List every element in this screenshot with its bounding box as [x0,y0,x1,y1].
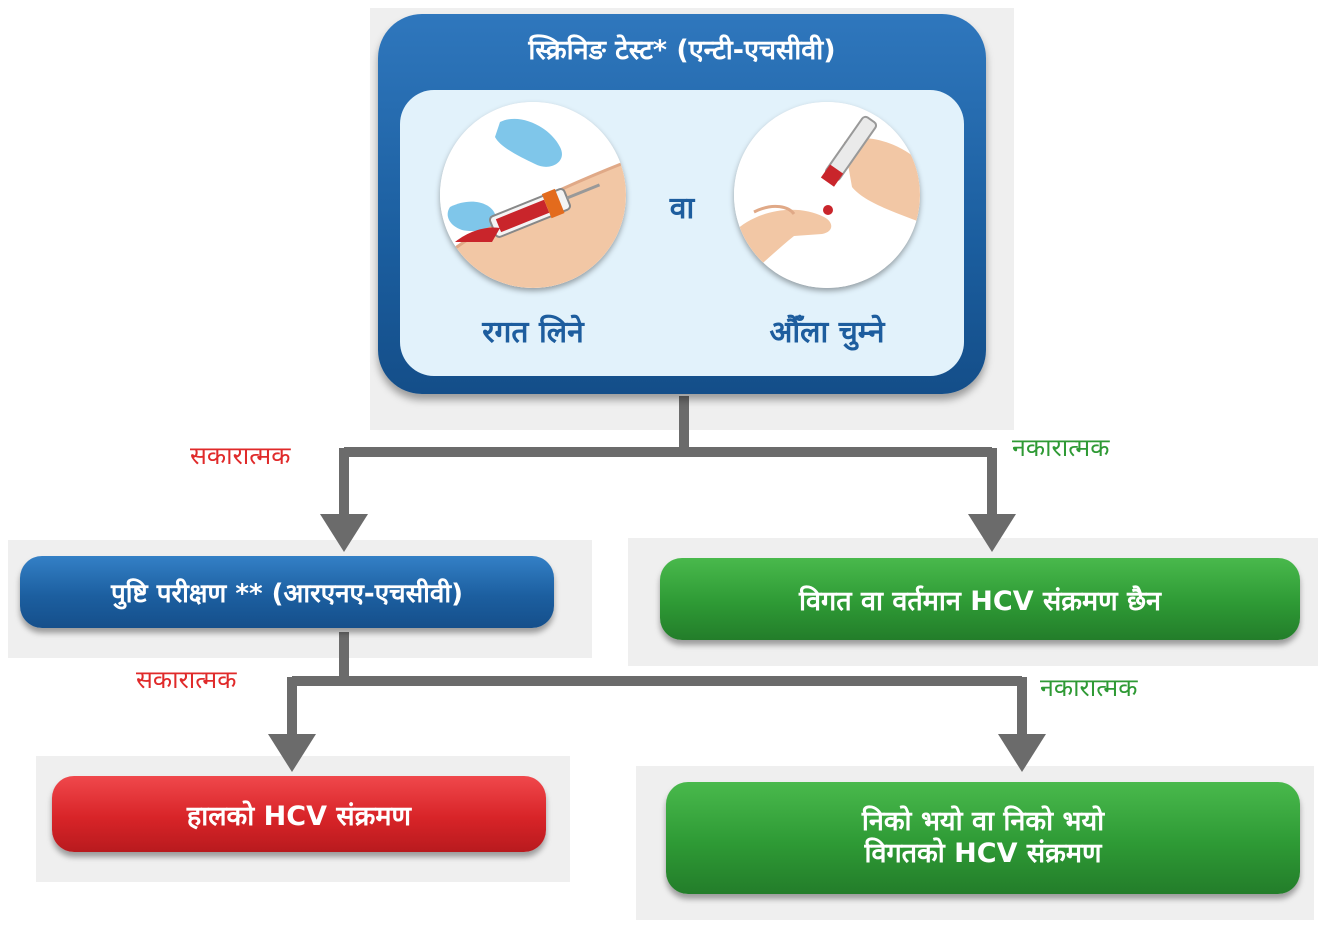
arrowhead-right-icon [968,514,1016,552]
screening-title: स्क्रिनिङ टेस्ट* (एन्टी-एचसीवी) [528,35,836,66]
arrowhead-bottom-left-icon [268,734,316,772]
negative-label-top: नकारात्मक [1012,433,1110,462]
current-infection-label: हालको HCV संक्रमण [186,800,412,832]
screening-panel: वा रगत लिने औँला चुम्ने [400,90,964,376]
blood-draw-icon [440,102,626,288]
no-infection-box: विगत वा वर्तमान HCV संक्रमण छैन [660,558,1300,640]
blood-draw-label: रगत लिने [482,315,584,350]
positive-label-bottom: सकारात्मक [136,665,237,694]
blood-draw-illustration [440,102,626,288]
current-infection-box: हालको HCV संक्रमण [52,776,546,852]
negative-label-bottom: नकारात्मक [1040,673,1138,702]
finger-prick-illustration [734,102,920,288]
cured-label-line1: निको भयो वा निको भयो [861,806,1105,837]
confirmation-test-box: पुष्टि परीक्षण ** (आरएनए-एचसीवी) [20,556,554,628]
screening-test-box: स्क्रिनिङ टेस्ट* (एन्टी-एचसीवी) वा [378,14,986,394]
arrowhead-bottom-right-icon [998,734,1046,772]
confirmation-test-label: पुष्टि परीक्षण ** (आरएनए-एचसीवी) [111,579,463,609]
cured-label-line2: विगतको HCV संक्रमण [864,838,1102,869]
no-infection-label: विगत वा वर्तमान HCV संक्रमण छैन [798,585,1161,617]
finger-prick-label: औँला चुम्ने [769,315,885,350]
positive-label-top: सकारात्मक [190,441,291,470]
or-label: वा [669,191,695,226]
finger-prick-icon [734,102,920,288]
cured-box: निको भयो वा निको भयो विगतको HCV संक्रमण [666,782,1300,894]
arrowhead-left-icon [320,514,368,552]
